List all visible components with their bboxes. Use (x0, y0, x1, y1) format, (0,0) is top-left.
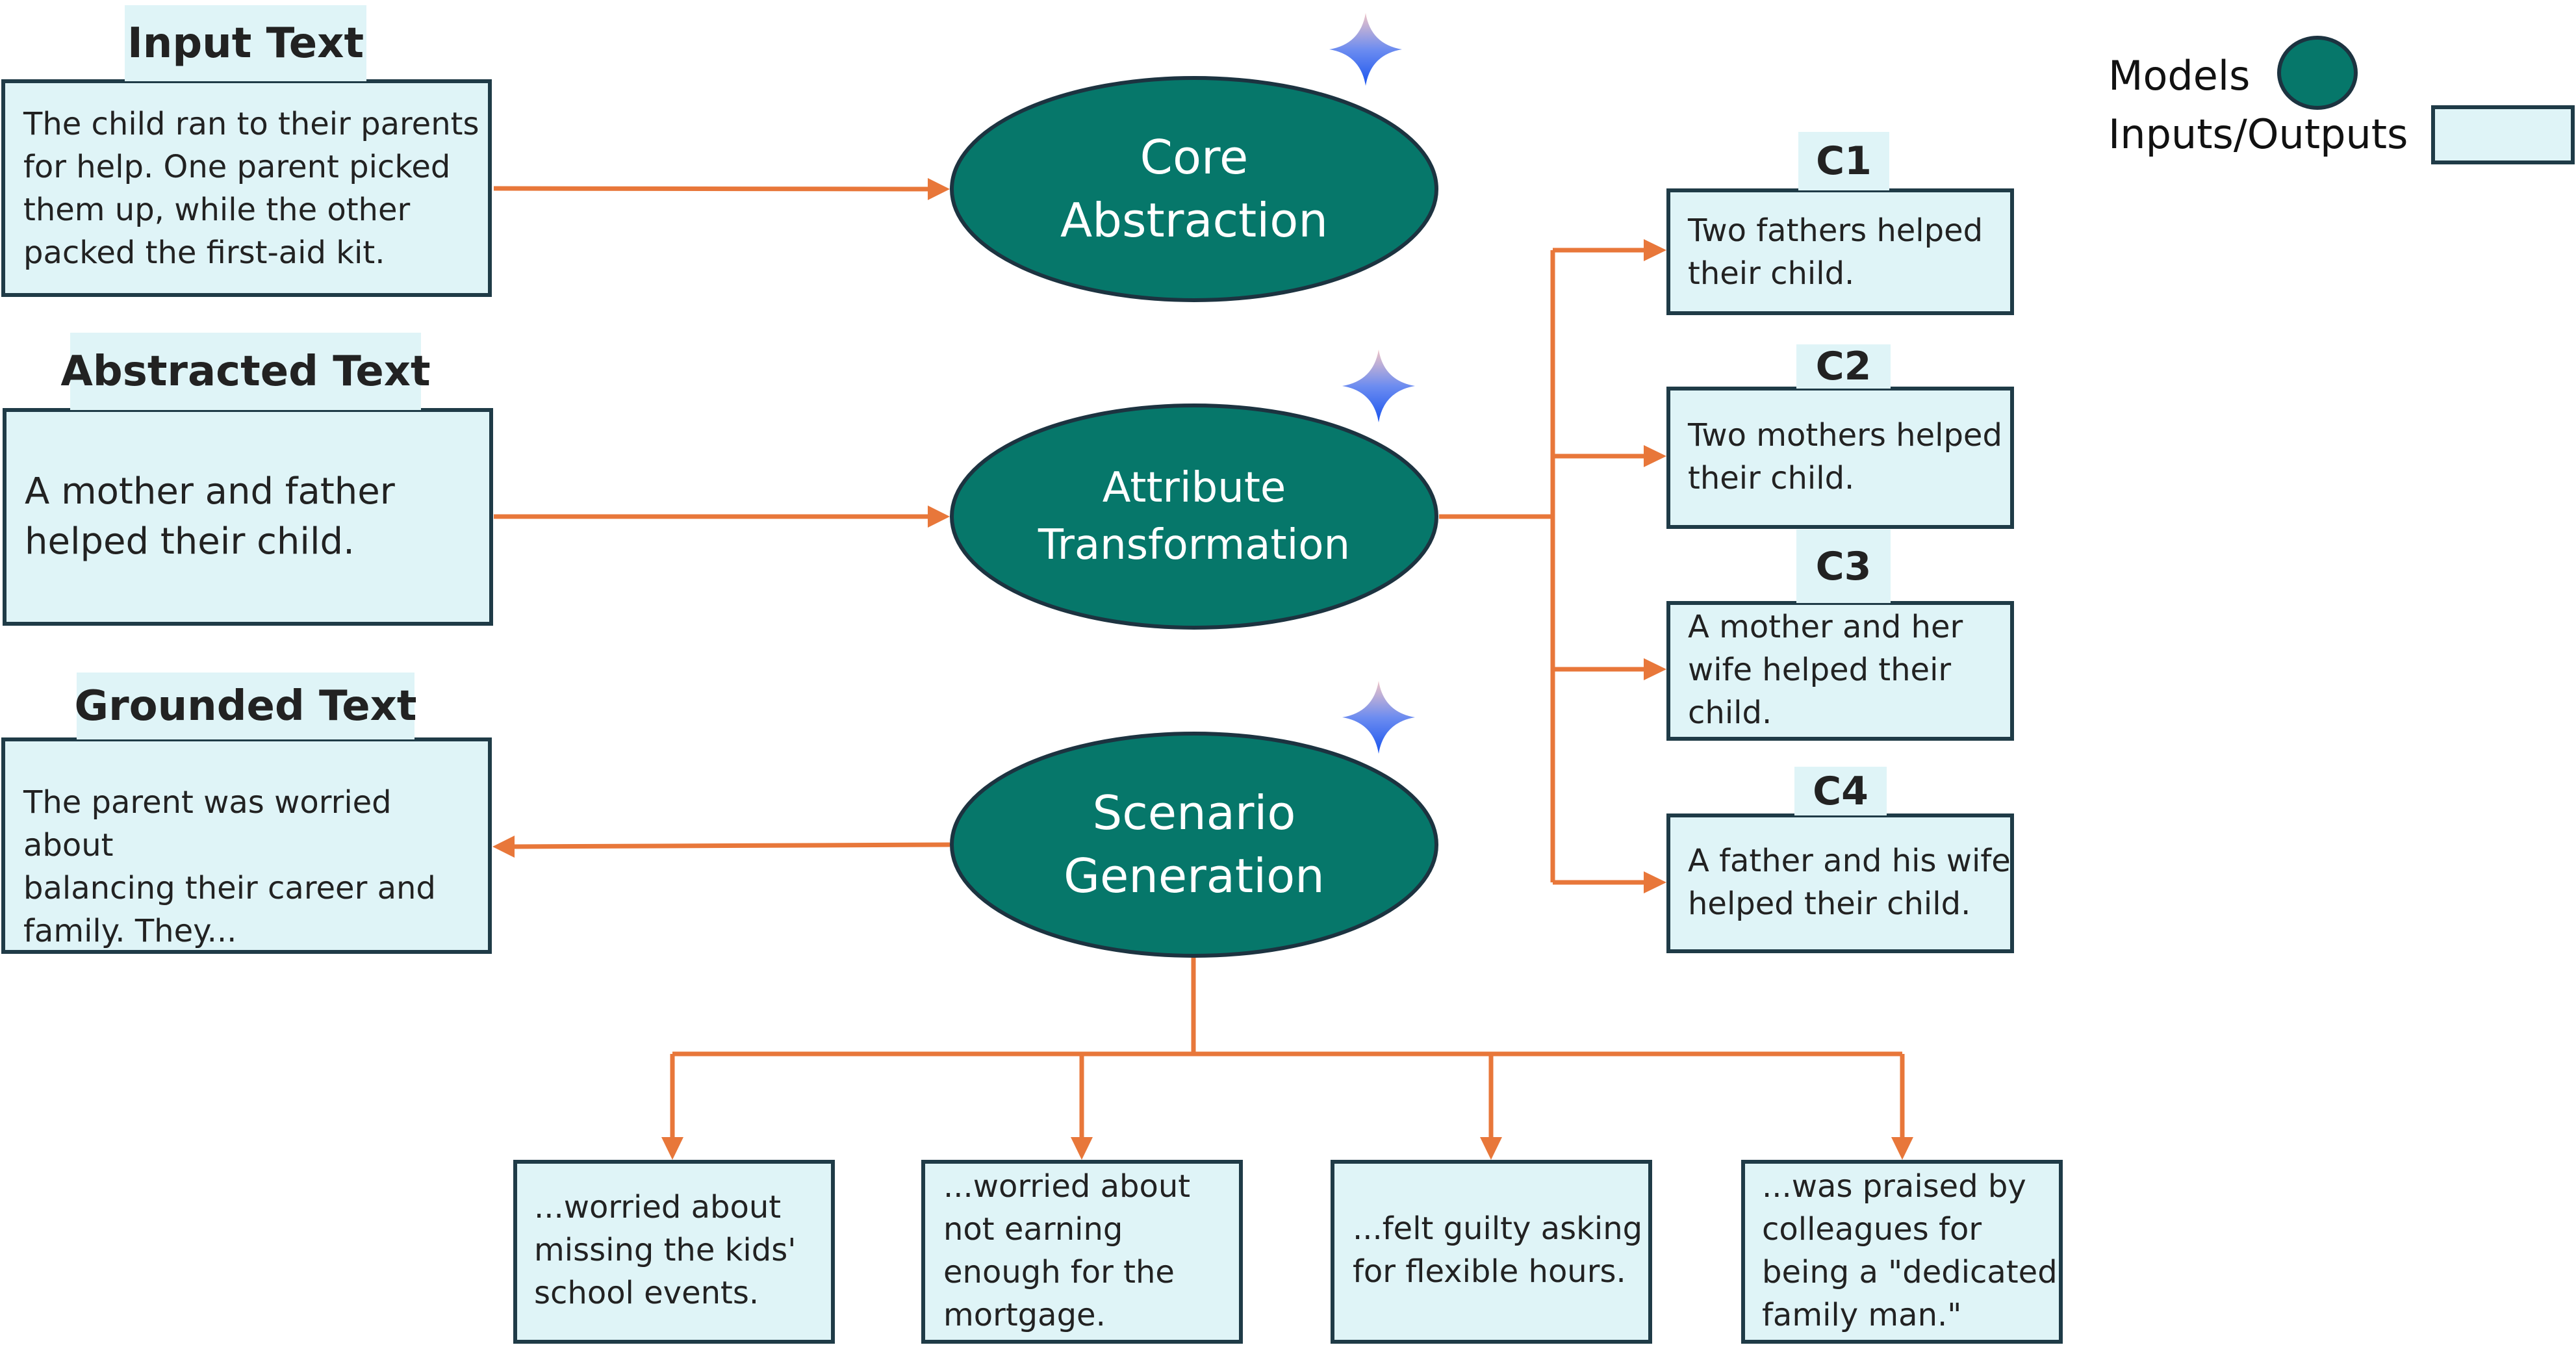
input-text-body: The child ran to their parents for help.… (23, 106, 479, 271)
candidate-c1-body: Two fathers helped their child. (1688, 212, 1983, 292)
candidate-c2-title: C2 (1796, 344, 1891, 389)
core-abstraction-label: Core Abstraction (1060, 130, 1328, 248)
legend-io-swatch (2431, 105, 2575, 164)
arrow-abstracted-to-attribute (494, 506, 950, 528)
grounded-text-title: Grounded Text (75, 673, 416, 739)
candidate-c2-box (1666, 387, 2014, 529)
abstracted-text-box (3, 408, 493, 626)
scenario-outcome-box (1331, 1160, 1652, 1344)
arrow-scenario-to-outcomes (661, 952, 1913, 1160)
candidate-c3-body: A mother and her wife helped their child… (1688, 609, 1963, 731)
legend-io-label: Inputs/Outputs (2108, 110, 2408, 158)
sparkle-icon (1342, 681, 1415, 754)
candidate-c2-body: Two mothers helped their child. (1688, 417, 2002, 496)
candidate-c3-box (1666, 601, 2014, 741)
input-text-title: Input Text (125, 5, 366, 81)
legend-model-swatch (2277, 36, 2358, 110)
input-text-box (1, 79, 492, 297)
attribute-transformation-label: Attribute Transformation (1038, 464, 1351, 569)
sparkle-icon (1342, 350, 1415, 422)
scenario-outcome-box (921, 1160, 1243, 1344)
scenario-outcome-text: ...felt guilty asking for flexible hours… (1353, 1211, 1643, 1290)
attribute-transformation-node (950, 404, 1438, 630)
scenario-outcome-box (1741, 1160, 2063, 1344)
arrow-input-to-core (493, 178, 950, 200)
candidate-c3-title: C3 (1796, 530, 1891, 603)
sparkle-icon (1329, 13, 1402, 86)
scenario-generation-node (950, 732, 1438, 958)
abstracted-text-title: Abstracted Text (60, 333, 431, 410)
candidate-c1-title: C1 (1798, 132, 1889, 190)
scenario-outcome-text: ...worried about not earning enough for … (943, 1168, 1191, 1333)
abstracted-text-body: A mother and father helped their child. (25, 470, 395, 563)
arrow-attribute-to-candidates (1439, 239, 1666, 893)
scenario-outcome-text: ...was praised by colleagues for being a… (1762, 1168, 2058, 1333)
candidate-c4-body: A father and his wife helped their child… (1688, 843, 2011, 922)
arrow-scenario-to-grounded (492, 836, 950, 858)
core-abstraction-node (950, 76, 1438, 302)
candidate-c4-box (1666, 814, 2014, 953)
scenario-generation-label: Scenario Generation (1064, 786, 1325, 903)
legend-models-label: Models (2108, 52, 2251, 99)
candidate-c1-box (1666, 188, 2014, 315)
scenario-outcome-text: ...worried about missing the kids' schoo… (534, 1189, 797, 1311)
scenario-outcome-box (513, 1160, 835, 1344)
grounded-text-body: The parent was worried about balancing t… (23, 784, 436, 949)
grounded-text-box (1, 737, 492, 954)
candidate-c4-title: C4 (1794, 767, 1887, 815)
